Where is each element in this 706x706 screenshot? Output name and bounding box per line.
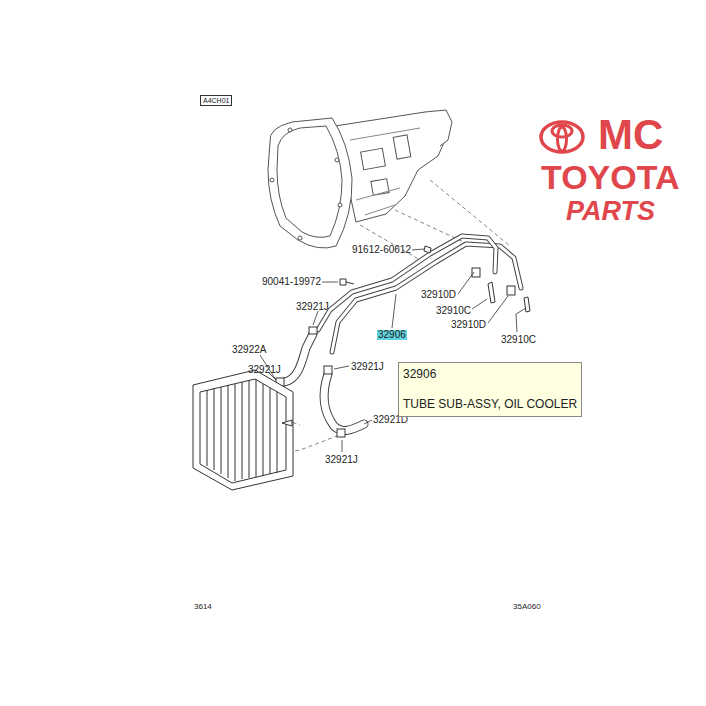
- callout-number: 32910D: [451, 320, 486, 330]
- transmission: [268, 110, 452, 248]
- part-tooltip: 32906TUBE SUB-ASSY, OIL COOLER: [398, 362, 582, 417]
- callout-number: 32921J: [296, 302, 329, 312]
- toyota-emblem: [541, 122, 583, 152]
- page-code: 3614: [194, 603, 212, 611]
- logo-text: PARTS: [566, 198, 655, 225]
- callout-number: 32921J: [325, 455, 358, 465]
- node-body: TUBE SUB-ASSY, OIL COOLER: [403, 398, 577, 410]
- callout-number: 32910D: [421, 290, 456, 300]
- hoses: [284, 334, 364, 430]
- highlighted-callout: 32906: [377, 330, 407, 340]
- oil-cooler-tubes: [318, 236, 521, 352]
- radiator: [193, 370, 293, 490]
- callout-number: 32921J: [351, 362, 384, 372]
- callout-number: 32910C: [501, 335, 536, 345]
- node-heading: A4CH01: [203, 97, 229, 104]
- callout-number: 32922A: [232, 345, 266, 355]
- node-heading: 32906: [378, 330, 406, 340]
- logo-text: MC: [598, 114, 663, 156]
- part-number: 90041-19972: [262, 277, 321, 287]
- callout-number: 32910C: [436, 306, 471, 316]
- code-box: A4CH01: [200, 95, 232, 106]
- node-heading: 32906: [403, 368, 577, 380]
- logo-text: TOYOTA: [541, 160, 680, 194]
- callout-number: 32921J: [248, 365, 281, 375]
- part-number: 91612-60612: [352, 245, 411, 255]
- leader-lines: [260, 249, 526, 452]
- page-code: 35A060: [513, 603, 541, 611]
